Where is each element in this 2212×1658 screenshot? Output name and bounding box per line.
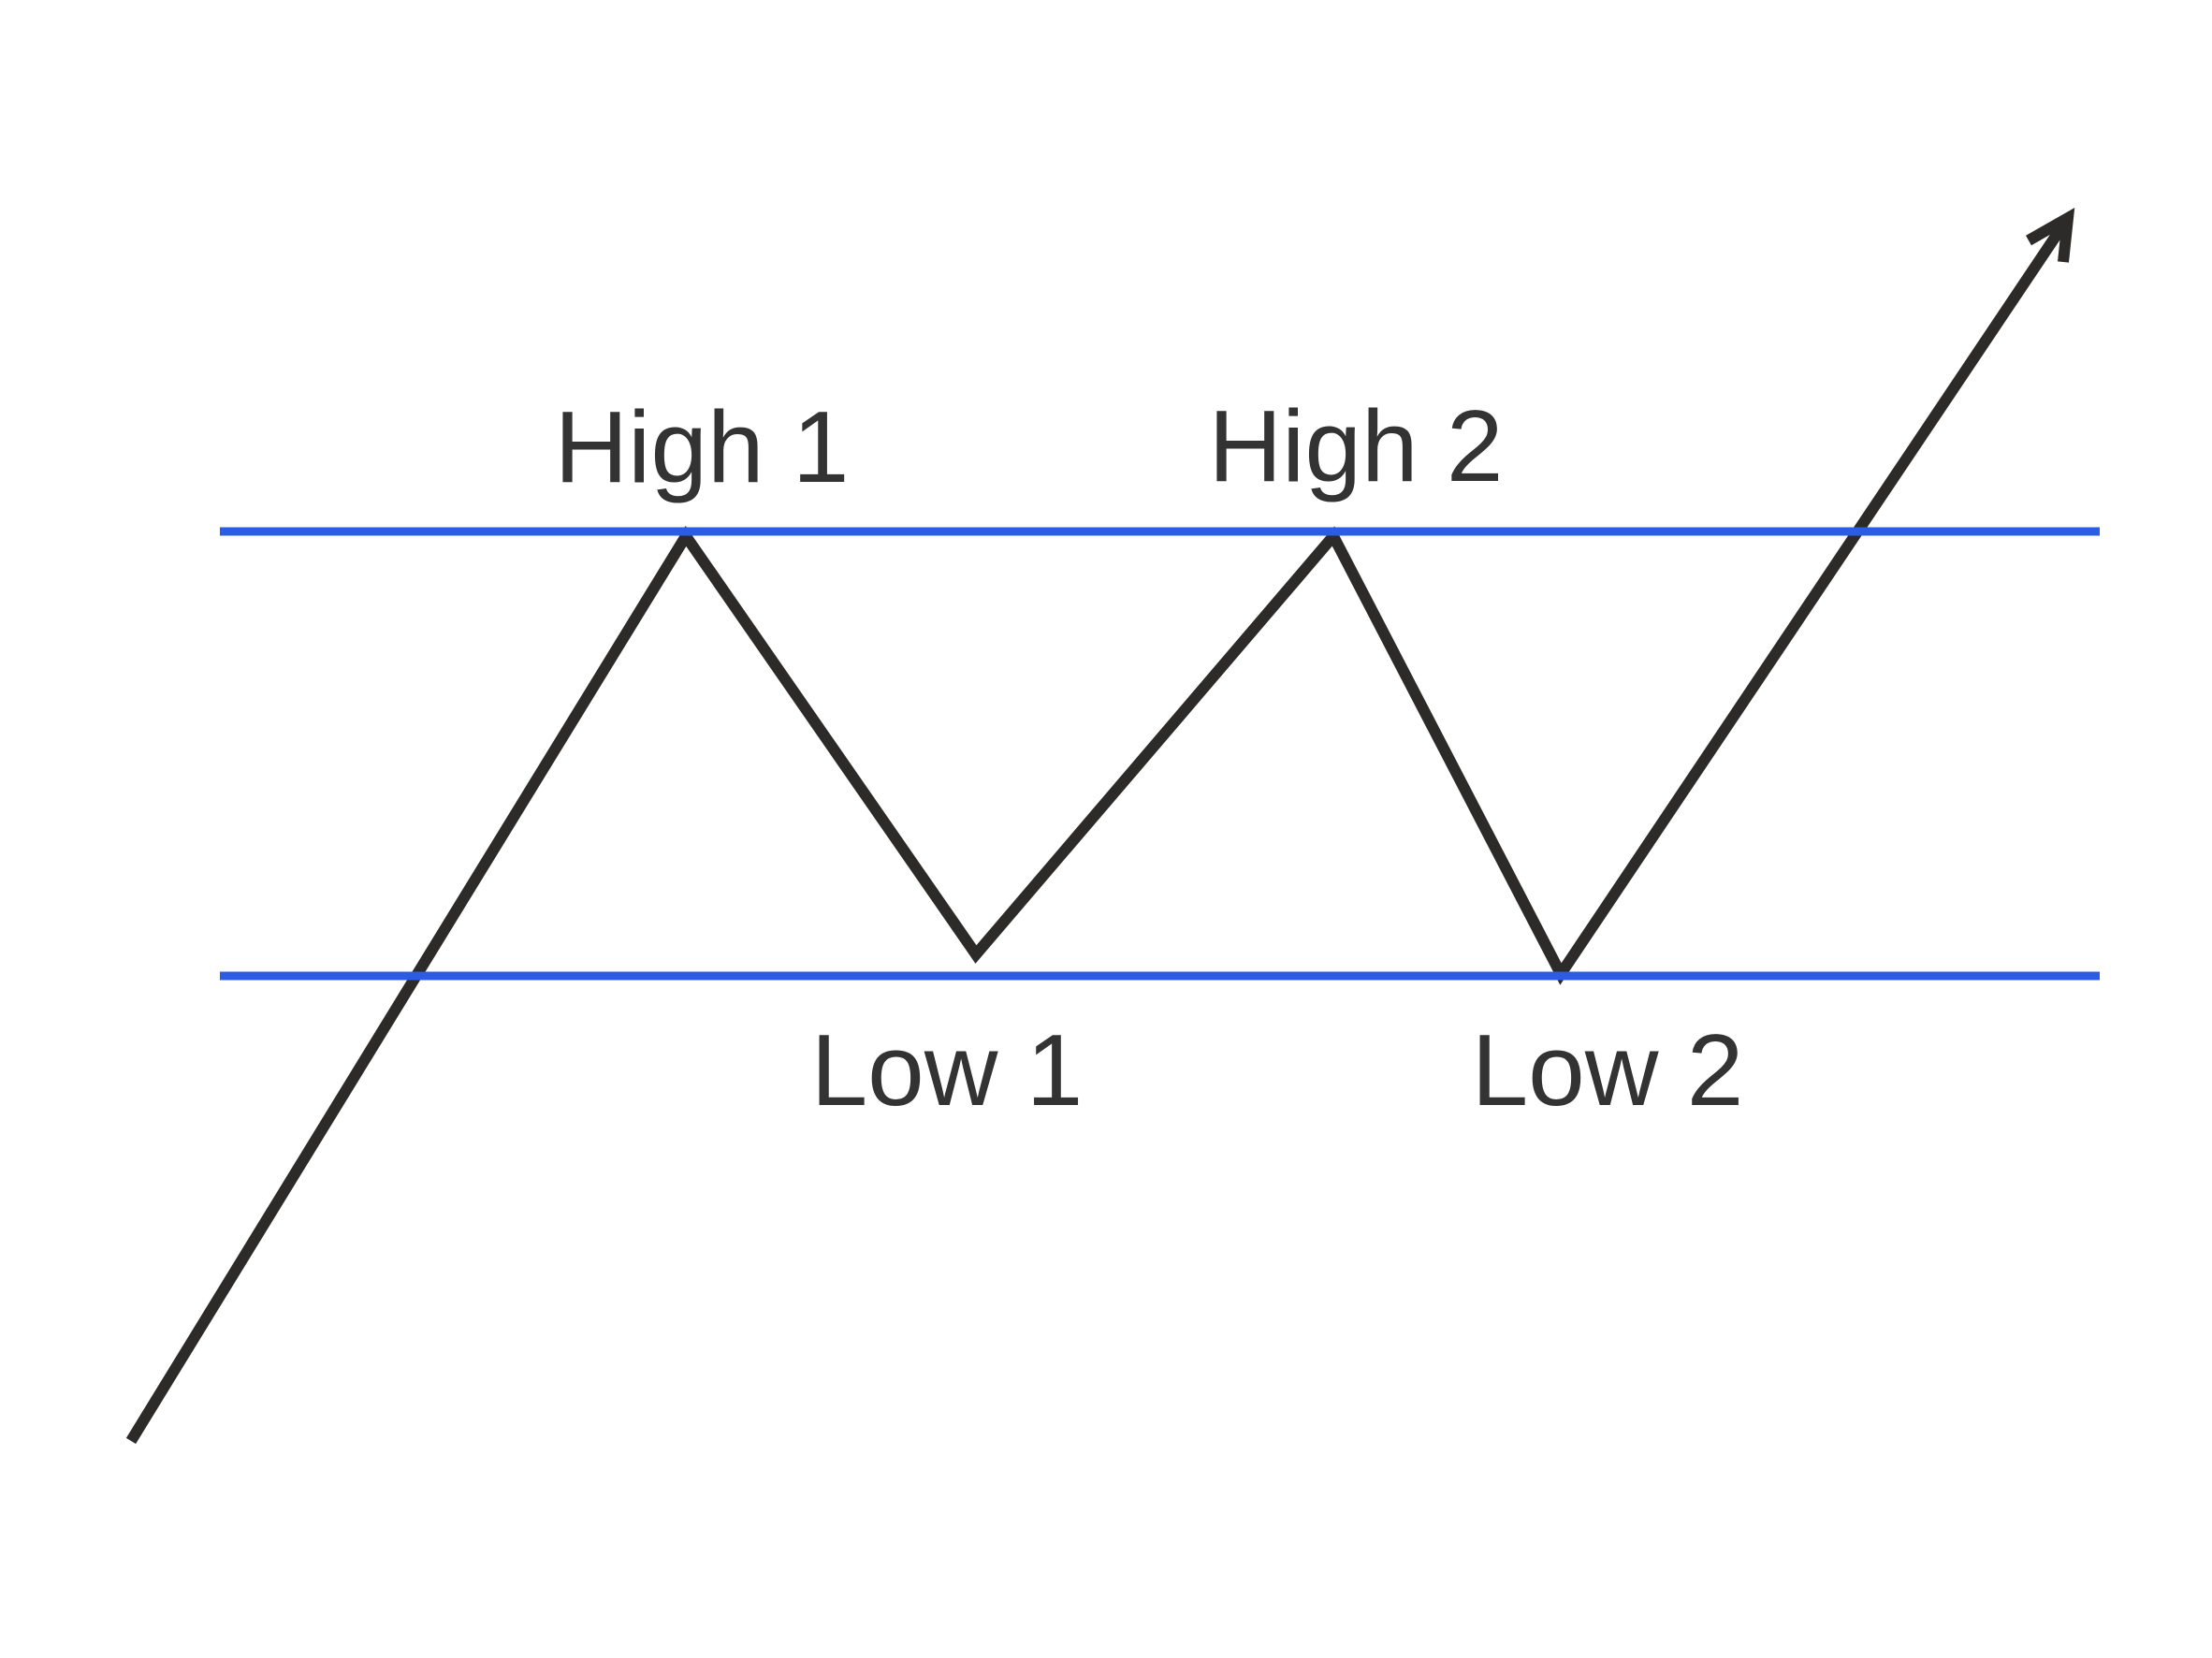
label-high-2: High 2 (1208, 389, 1503, 503)
label-high-1: High 1 (554, 390, 849, 504)
price-zigzag-line (125, 214, 2073, 1445)
label-low-2: Low 2 (1472, 1013, 1744, 1127)
label-low-1: Low 1 (811, 1013, 1084, 1127)
breakout-arrowhead-icon (2026, 207, 2075, 263)
